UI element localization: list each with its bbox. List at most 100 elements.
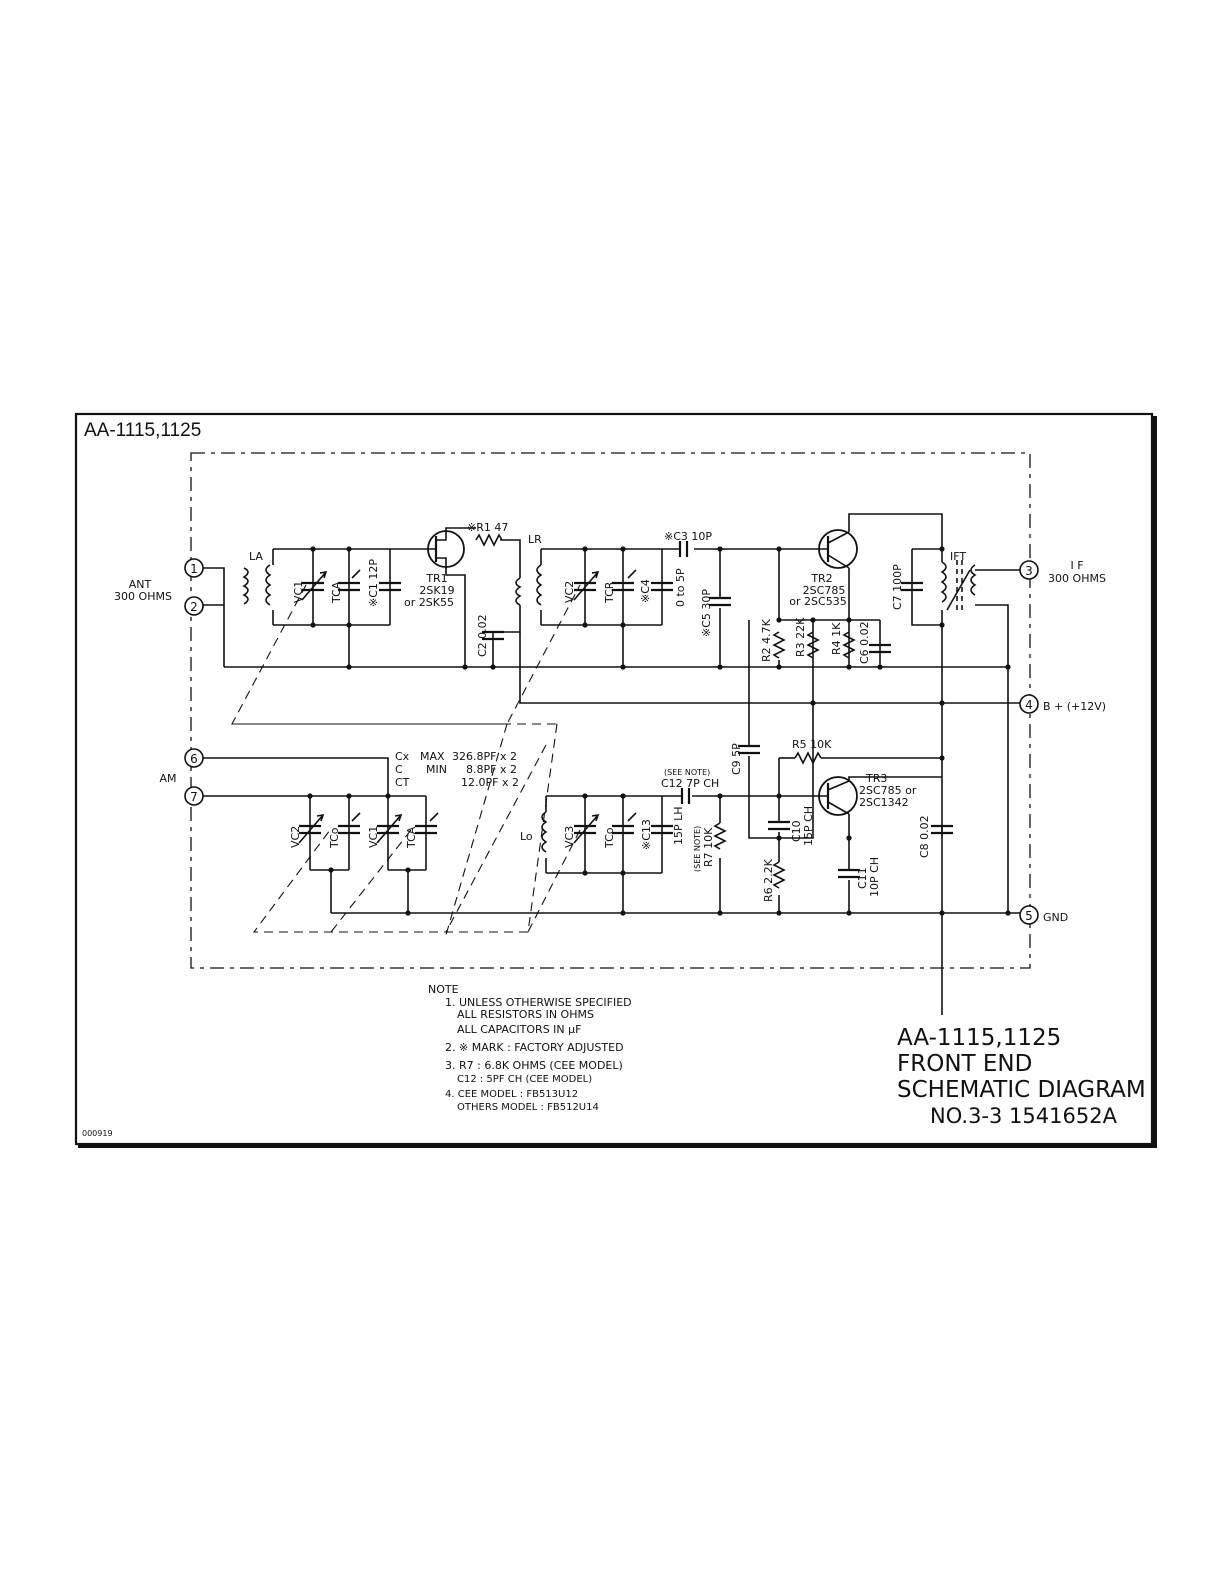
coil-lr xyxy=(515,577,522,606)
ant-label-2: 300 OHMS xyxy=(114,590,172,603)
label-r5: R5 10K xyxy=(792,738,832,751)
label-r7-note: (SEE NOTE) xyxy=(693,826,702,872)
label-c12: C12 7P CH xyxy=(661,777,719,790)
terminal-6: 6 xyxy=(184,748,204,768)
chassis-outline xyxy=(190,452,1031,969)
doc-number: NO.3-3 1541652A xyxy=(930,1104,1118,1128)
title-line-2: FRONT END xyxy=(897,1051,1032,1077)
label-r7: R7 10K xyxy=(702,827,715,867)
svg-text:2. ※ MARK : FACTORY ADJUSTED: 2. ※ MARK : FACTORY ADJUSTED xyxy=(445,1041,624,1054)
label-la: LA xyxy=(249,550,263,563)
gang-capacitor-spec: Cx MAX 326.8PF x 2 C MIN 8.8PF x 2 CT 12… xyxy=(395,750,519,789)
svg-text:CT: CT xyxy=(395,776,410,789)
label-tca: TCA xyxy=(330,581,343,604)
terminal-1: 1 xyxy=(184,558,204,578)
label-tr3: TR3 xyxy=(865,772,887,785)
label-vc1-am: VC1 xyxy=(367,826,380,848)
svg-text:5: 5 xyxy=(1025,909,1033,923)
label-c9: C9 5P xyxy=(730,743,743,775)
svg-text:Cx: Cx xyxy=(395,750,410,763)
coil-tank2 xyxy=(536,564,543,606)
ant-label-1: ANT xyxy=(129,578,152,591)
label-ift: IFT xyxy=(950,550,966,563)
label-tco-am: TCo xyxy=(328,827,341,849)
label-c4: ※C4 xyxy=(639,579,652,603)
doc-code: 000919 xyxy=(82,1129,113,1138)
svg-text:3: 3 xyxy=(1025,564,1033,578)
title-line-1: AA-1115,1125 xyxy=(897,1025,1061,1051)
label-lr: LR xyxy=(528,533,542,546)
svg-text:3. R7 : 6.8K OHMS (CEE MODEL): 3. R7 : 6.8K OHMS (CEE MODEL) xyxy=(445,1059,623,1072)
svg-text:1: 1 xyxy=(190,562,198,576)
terminal-5-label: GND xyxy=(1043,911,1068,924)
label-r1: ※R1 47 xyxy=(467,521,508,534)
svg-text:MAX: MAX xyxy=(420,750,445,763)
resistor-symbols xyxy=(475,533,856,889)
label-tco: TCo xyxy=(603,827,616,849)
label-tr2-part: 2SC785 xyxy=(803,584,846,597)
label-c5: ※C5 30P xyxy=(700,589,713,637)
osc-section-wiring xyxy=(203,620,1020,914)
label-tr1: TR1 xyxy=(425,572,447,585)
label-r2: R2 4.7K xyxy=(760,618,773,662)
variable-cap-arrows xyxy=(298,569,637,844)
coil-la xyxy=(242,564,272,606)
label-c13-value: 15P LH xyxy=(672,806,685,845)
model-label-top: AA-1115,1125 xyxy=(84,420,201,441)
label-lo: Lo xyxy=(520,830,533,843)
rf-section-wiring xyxy=(203,513,1020,1015)
label-c13: ※C13 xyxy=(640,819,653,850)
label-c1: ※C1 12P xyxy=(367,559,380,607)
title-line-3: SCHEMATIC DIAGRAM xyxy=(897,1077,1146,1103)
label-vc2: VC2 xyxy=(563,581,576,603)
coil-lo xyxy=(541,811,548,853)
terminal-5: 5 GND xyxy=(1019,905,1068,925)
notes-heading: NOTE xyxy=(428,983,459,996)
svg-text:8.8PF x 2: 8.8PF x 2 xyxy=(466,763,517,776)
terminal-4: 4 B + (+12V) xyxy=(1019,694,1106,714)
svg-text:OTHERS MODEL : FB512U14: OTHERS MODEL : FB512U14 xyxy=(457,1102,599,1113)
label-c10-value: 15P CH xyxy=(802,806,815,846)
label-tr2-alt: or 2SC535 xyxy=(789,595,846,608)
svg-text:6: 6 xyxy=(190,752,198,766)
if-label-2: 300 OHMS xyxy=(1048,572,1106,585)
svg-text:326.8PF x 2: 326.8PF x 2 xyxy=(452,750,517,763)
label-vc3: VC3 xyxy=(563,826,576,848)
ift-transformer xyxy=(940,560,977,612)
svg-text:4: 4 xyxy=(1025,698,1033,712)
label-c4-value: 0 to 5P xyxy=(674,568,687,607)
label-tr3-alt: 2SC1342 xyxy=(859,796,909,809)
svg-text:12.0PF x 2: 12.0PF x 2 xyxy=(461,776,519,789)
svg-text:7: 7 xyxy=(190,790,198,804)
label-tr1-part: 2SK19 xyxy=(419,584,454,597)
label-c6: C6 0.02 xyxy=(858,621,871,664)
label-c10: C10 xyxy=(790,820,803,842)
label-tcr: TCR xyxy=(603,581,616,604)
label-tr2: TR2 xyxy=(810,572,832,585)
label-tr3-part: 2SC785 or xyxy=(859,784,917,797)
notes-block: NOTE 1. UNLESS OTHERWISE SPECIFIED ALL R… xyxy=(428,983,632,1113)
svg-text:1. UNLESS OTHERWISE SPECIFIE: 1. UNLESS OTHERWISE SPECIFIED xyxy=(445,996,632,1009)
svg-text:MIN: MIN xyxy=(426,763,447,776)
svg-text:C: C xyxy=(395,763,403,776)
tr3-bjt xyxy=(818,776,858,816)
label-c12-note: (SEE NOTE) xyxy=(664,768,710,777)
sheet-frame xyxy=(74,412,1157,1148)
terminal-3: 3 xyxy=(1019,560,1039,580)
label-r4: R4 1K xyxy=(830,622,843,655)
label-tr1-alt: or 2SK55 xyxy=(404,596,454,609)
svg-text:ALL CAPACITORS IN μF: ALL CAPACITORS IN μF xyxy=(457,1023,581,1036)
terminal-7: 7 xyxy=(184,786,204,806)
if-label-1: I F xyxy=(1070,559,1083,572)
label-c11-value: 10P CH xyxy=(868,857,881,897)
label-c8: C8 0.02 xyxy=(918,815,931,858)
label-tca-am: TCA xyxy=(405,826,418,849)
tr1-fet xyxy=(420,530,465,568)
label-c11: C11 xyxy=(856,867,869,889)
label-c2: C2 0.02 xyxy=(476,614,489,657)
terminal-2: 2 xyxy=(184,596,204,616)
svg-text:ALL RESISTORS IN OHMS: ALL RESISTORS IN OHMS xyxy=(457,1008,594,1021)
junction-dots xyxy=(307,546,1011,916)
label-vc2-am: VC2 xyxy=(289,826,302,848)
title-block: AA-1115,1125 FRONT END SCHEMATIC DIAGRAM… xyxy=(897,1025,1146,1128)
